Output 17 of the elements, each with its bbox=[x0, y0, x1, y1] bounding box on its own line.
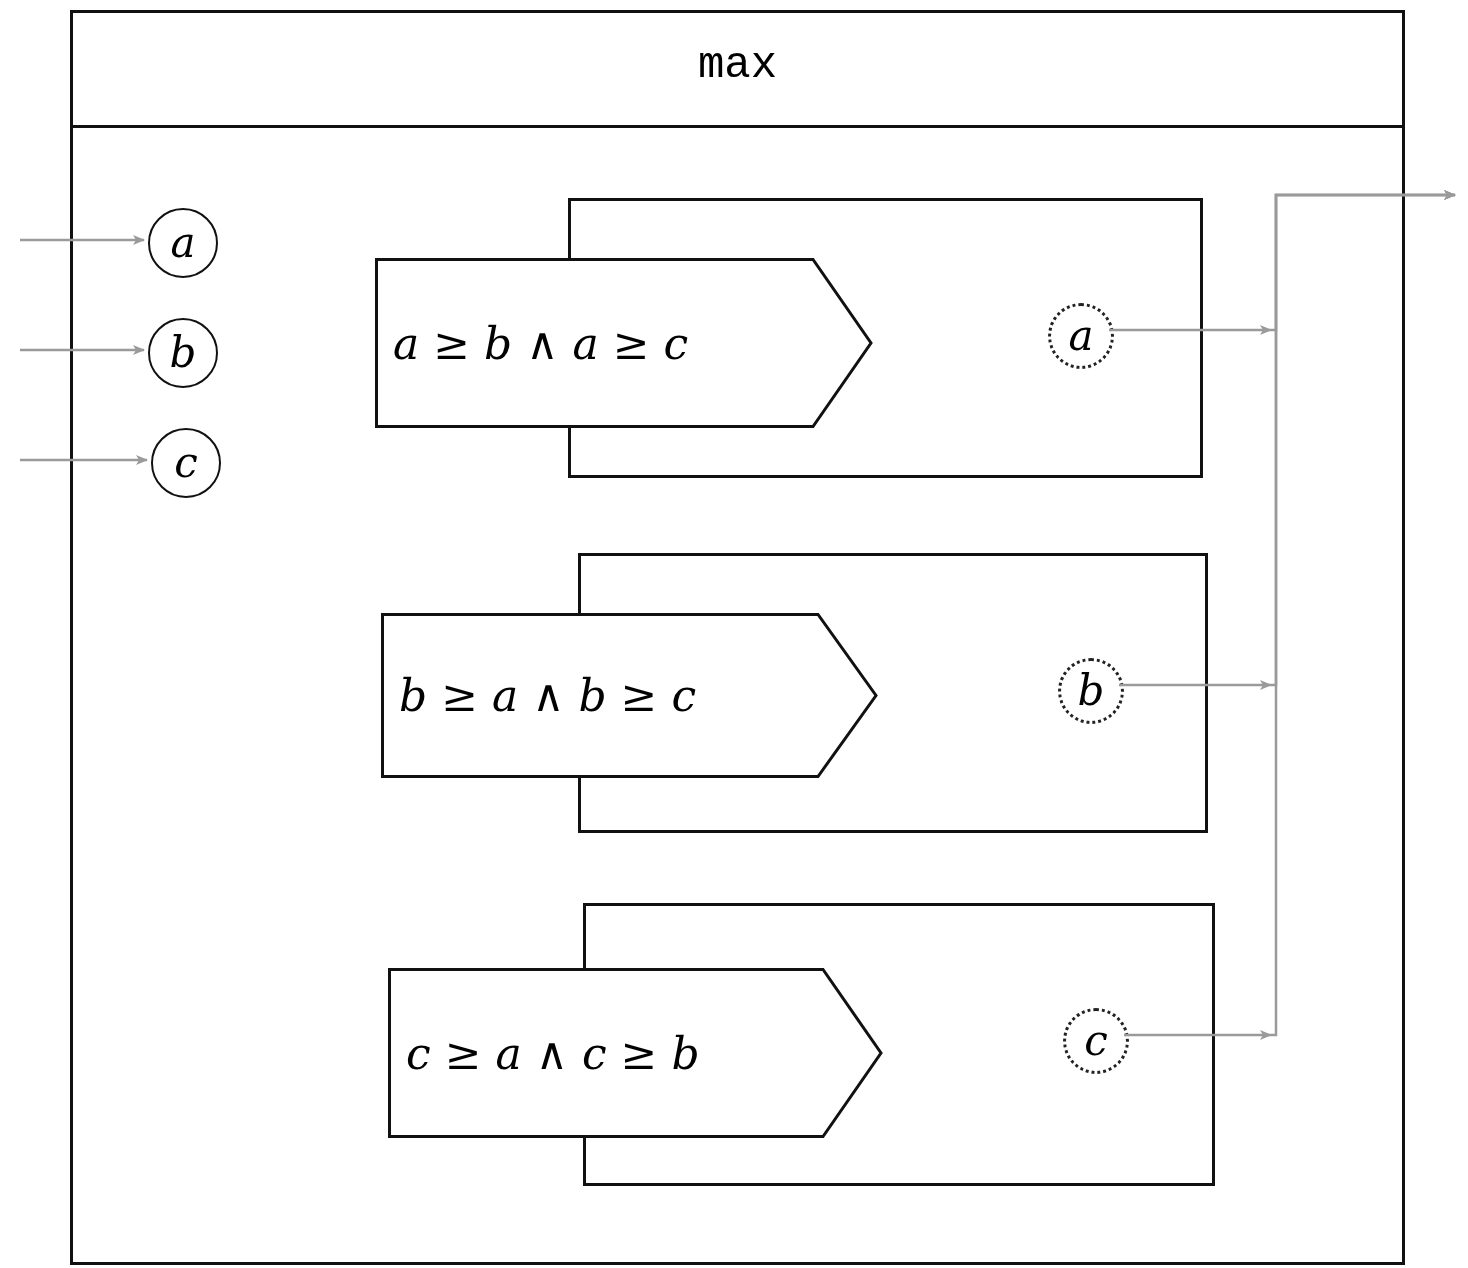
condition-text: b ≥ a ∧ b ≥ c bbox=[399, 670, 697, 721]
variable-label: b bbox=[169, 332, 197, 374]
guard-pentagon bbox=[388, 968, 883, 1138]
variable-label: a bbox=[1068, 315, 1094, 357]
arrow bbox=[20, 235, 145, 245]
condition-text: c ≥ a ∧ c ≥ b bbox=[406, 1027, 700, 1079]
box-title: max bbox=[697, 41, 778, 90]
variable-label: a bbox=[170, 222, 196, 264]
variable-label: c bbox=[174, 442, 198, 484]
arrow bbox=[20, 455, 148, 465]
guard-pentagon bbox=[375, 258, 873, 428]
variable-label: b bbox=[1077, 670, 1105, 712]
variable-label: c bbox=[1084, 1020, 1108, 1062]
guard-pentagon bbox=[381, 613, 878, 778]
arrow bbox=[20, 345, 145, 355]
container-box bbox=[70, 10, 1405, 1265]
condition-text: a ≥ b ∧ a ≥ c bbox=[393, 317, 689, 369]
